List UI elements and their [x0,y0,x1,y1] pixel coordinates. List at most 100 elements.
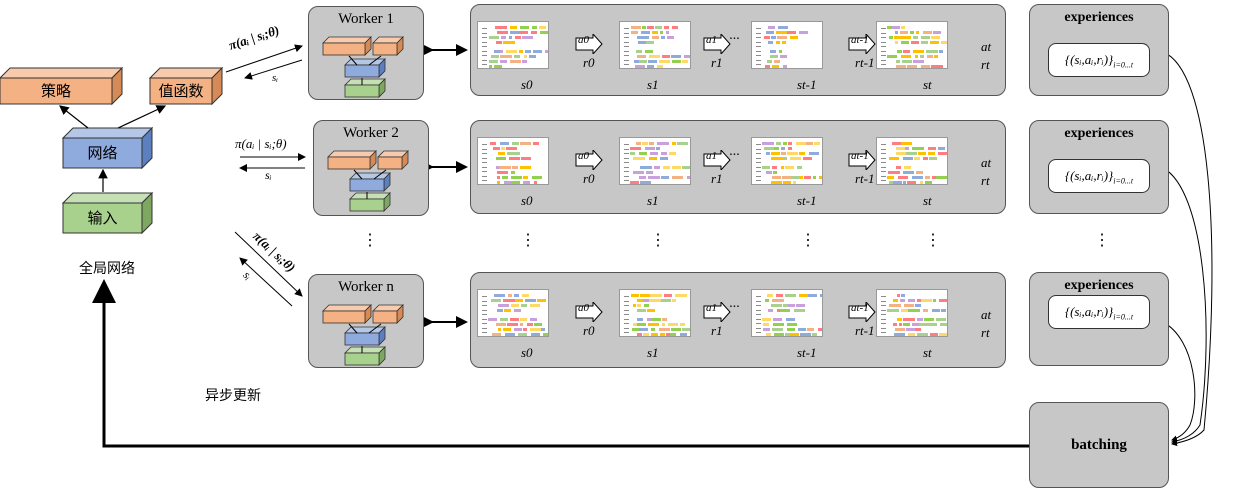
experiences-title: experiences [1064,10,1134,25]
experiences-formula-text: {(sᵢ,aᵢ,rᵢ)} [1064,168,1114,183]
reward-label-t-1: rt-1 [855,55,875,70]
action-arrow: a1 [703,148,731,174]
state-screenshot [477,21,549,69]
reward-label-0: r0 [583,323,595,338]
state-screenshot [751,137,823,185]
state-screenshot [876,289,948,337]
action-label: a0 [578,150,589,162]
state-label-t: st [923,77,932,92]
final-reward-label: rt [981,57,990,72]
experiences-formula-text: {(sᵢ,aᵢ,rᵢ)} [1064,304,1114,319]
action-label: a0 [578,302,589,314]
worker-panel: Worker 2 [313,120,429,216]
ellipsis-s0: ⋮ [520,232,536,249]
worker-title: Worker 2 [343,125,399,141]
reward-label-1: r1 [711,323,723,338]
state-screenshot [619,21,691,69]
experiences-title: experiences [1064,126,1134,141]
action-arrow: at-1 [848,32,876,58]
experiences-formula-sub: i=0...t [1113,60,1134,70]
experiences-formula: {(sᵢ,aᵢ,rᵢ)}i=0...t [1048,159,1150,193]
worker-network-icon [327,150,409,212]
worker-title: Worker n [338,279,394,295]
state-screenshot [876,21,948,69]
action-label: at-1 [851,302,869,314]
experiences-formula-text: {(sᵢ,aᵢ,rᵢ)} [1064,52,1114,67]
state-label-t-1: st-1 [797,77,817,92]
action-arrow: a0 [575,32,603,58]
action-arrow: a1 [703,32,731,58]
final-action-label: at [981,155,992,170]
reward-label-t-1: rt-1 [855,171,875,186]
reward-label-0: r0 [583,171,595,186]
global-network-caption: 全局网络 [79,261,135,277]
reward-label-1: r1 [711,55,723,70]
batching-label: batching [1071,437,1127,453]
value-function-label: 值函数 [158,82,204,100]
global-network-diagram [0,66,224,235]
experiences-formula: {(sᵢ,aᵢ,rᵢ)}i=0...t [1048,43,1150,77]
experiences-formula-sub: i=0...t [1113,312,1134,322]
action-label: a1 [706,302,717,314]
network-block [61,126,154,170]
action-label: a0 [578,34,589,46]
ellipsis-st: ⋮ [925,232,941,249]
input-label: 输入 [87,209,118,227]
policy-block [0,66,124,106]
action-label: at-1 [851,150,869,162]
state-screenshot [619,137,691,185]
trajectory-panel: a0 a1 at-1 ··· r0 r1 rt-1 at rt s0 s1 st-1 st [470,272,1006,368]
policy-arrow-label-2: π(aᵢ | sᵢ;θ) [235,136,287,151]
ellipsis-worker: ⋮ [362,232,378,249]
worker-panel: Worker 1 [308,6,424,100]
state-arrow-label-1: sᵢ [272,72,279,84]
action-label: a1 [706,150,717,162]
input-block [61,191,154,235]
state-screenshot [477,289,549,337]
state-label-0: s0 [521,193,533,208]
action-arrow: at-1 [848,148,876,174]
final-reward-label: rt [981,325,990,340]
state-label-t: st [923,345,932,360]
state-label-1: s1 [647,345,659,360]
network-label: 网络 [87,144,118,162]
reward-label-t-1: rt-1 [855,323,875,338]
experiences-title: experiences [1064,278,1134,293]
state-screenshot [619,289,691,337]
action-label: a1 [706,34,717,46]
state-label-t-1: st-1 [797,193,817,208]
state-label-0: s0 [521,345,533,360]
policy-label: 策略 [40,82,71,100]
reward-label-1: r1 [711,171,723,186]
state-screenshot [751,21,823,69]
final-action-label: at [981,307,992,322]
experiences-panel: experiences {(sᵢ,aᵢ,rᵢ)}i=0...t [1029,120,1169,214]
horizontal-ellipsis: ··· [729,32,740,47]
action-arrow: a1 [703,300,731,326]
state-label-0: s0 [521,77,533,92]
action-arrow: at-1 [848,300,876,326]
value-block [148,66,224,106]
async-update-label: 异步更新 [205,388,261,404]
ellipsis-st-1: ⋮ [800,232,816,249]
state-arrow-label-2: sᵢ [265,168,272,182]
experiences-panel: experiences {(sᵢ,aᵢ,rᵢ)}i=0...t [1029,4,1169,96]
ellipsis-s1: ⋮ [650,232,666,249]
state-screenshot [876,137,948,185]
final-reward-label: rt [981,173,990,188]
action-arrow: a0 [575,300,603,326]
worker-network-icon [322,304,404,366]
state-label-t-1: st-1 [797,345,817,360]
final-action-label: at [981,39,992,54]
experiences-panel: experiences {(sᵢ,aᵢ,rᵢ)}i=0...t [1029,272,1169,366]
action-label: at-1 [851,34,869,46]
horizontal-ellipsis: ··· [729,300,740,315]
worker-panel: Worker n [308,274,424,368]
ellipsis-experiences: ⋮ [1094,232,1110,249]
experiences-formula-sub: i=0...t [1113,176,1134,186]
worker-title: Worker 1 [338,11,394,27]
reward-label-0: r0 [583,55,595,70]
